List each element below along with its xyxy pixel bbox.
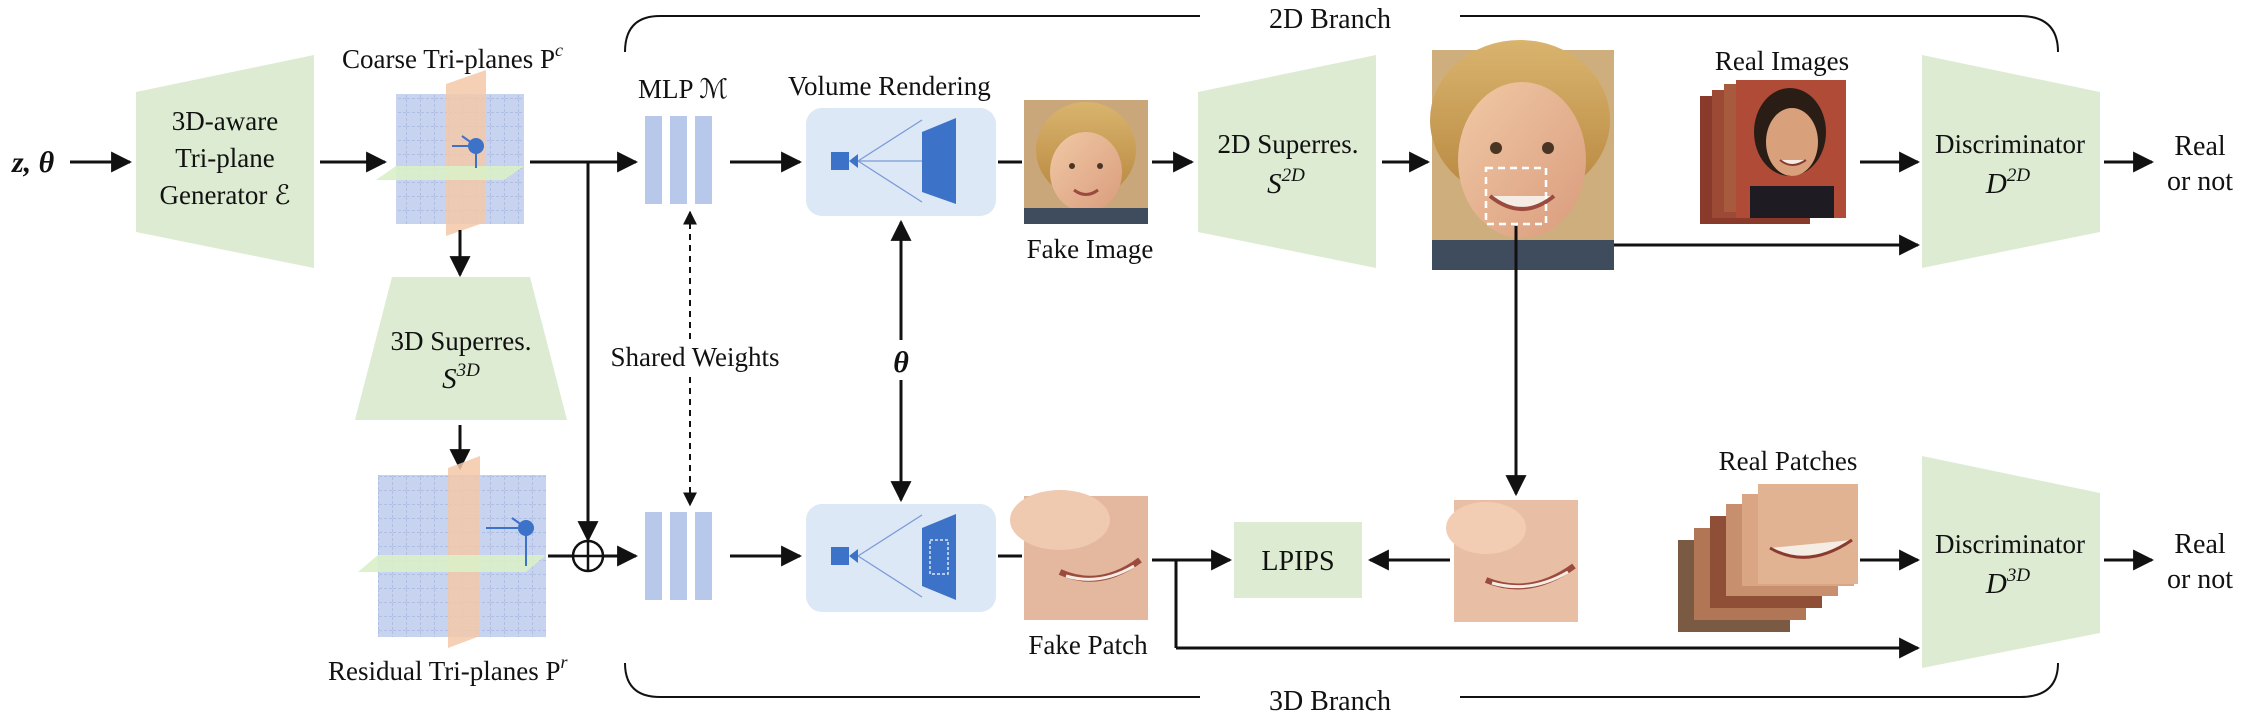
input-label: z, θ xyxy=(11,146,55,179)
mlp-top xyxy=(645,116,712,204)
branch-2d-label: 2D Branch xyxy=(1269,4,1391,35)
real-or-not-2d-line-2: or not xyxy=(2167,166,2233,197)
generator-line-2: Tri-plane xyxy=(175,143,275,173)
branch-3d-brace: 3D Branch xyxy=(624,662,2059,714)
real-patches-label: Real Patches xyxy=(1719,446,1858,476)
coarse-tri-plane-icon xyxy=(376,70,524,236)
superres-2d-block: 2D Superres. S2D xyxy=(1198,55,1376,268)
mlp-label: MLP ℳ xyxy=(638,74,728,104)
real-or-not-3d-line-2: or not xyxy=(2167,564,2233,595)
superres-3d-line-1: 3D Superres. xyxy=(391,326,532,356)
tri-plane-generator: 3D-aware Tri-plane Generator ℰ xyxy=(136,55,314,268)
real-or-not-3d-line-1: Real xyxy=(2174,529,2226,560)
residual-triplanes-label: Residual Tri-planes Pr xyxy=(328,652,569,686)
fake-patch-label: Fake Patch xyxy=(1028,630,1148,660)
plus-circle-icon xyxy=(571,539,605,573)
volume-render-bottom xyxy=(806,504,996,612)
highres-image-photo xyxy=(1430,40,1614,270)
residual-tri-plane-icon xyxy=(358,456,546,648)
theta-label: θ xyxy=(893,346,909,379)
lpips-box xyxy=(1234,522,1362,598)
superres-2d-symbol: S2D xyxy=(1267,165,1305,200)
branch-3d-label: 3D Branch xyxy=(1269,686,1391,714)
volume-render-top xyxy=(806,108,996,216)
lpips-label: LPIPS xyxy=(1261,546,1334,577)
superres-3d-block: 3D Superres. S3D xyxy=(355,277,567,420)
discriminator-2d: Discriminator D2D xyxy=(1922,55,2100,268)
fake-image-photo xyxy=(1024,100,1148,224)
discriminator-3d-symbol: D3D xyxy=(1985,565,2030,600)
volume-rendering-label: Volume Rendering xyxy=(788,71,991,101)
real-crop-patch-photo xyxy=(1446,500,1578,622)
image-plane-icon xyxy=(922,118,956,204)
fake-image-label: Fake Image xyxy=(1027,234,1154,264)
discriminator-2d-symbol: D2D xyxy=(1985,165,2030,200)
patch-crop-box xyxy=(1484,166,1548,226)
fake-patch-photo xyxy=(1010,490,1148,620)
real-images-label: Real Images xyxy=(1715,46,1849,76)
camera-icon xyxy=(831,547,849,565)
coarse-triplanes-label: Coarse Tri-planes Pc xyxy=(342,40,563,74)
superres-2d-line-1: 2D Superres. xyxy=(1218,129,1359,159)
mlp-bottom xyxy=(645,512,712,600)
camera-icon xyxy=(831,152,849,170)
shared-weights-label: Shared Weights xyxy=(610,342,779,372)
discriminator-2d-label: Discriminator xyxy=(1935,129,2085,159)
real-patches-stack xyxy=(1678,484,1858,632)
branch-2d-brace: 2D Branch xyxy=(624,4,2059,53)
generator-line-1: 3D-aware xyxy=(172,106,278,136)
real-images-stack xyxy=(1700,80,1846,224)
image-plane-icon xyxy=(922,514,956,600)
real-or-not-2d-line-1: Real xyxy=(2174,131,2226,162)
discriminator-3d-label: Discriminator xyxy=(1935,529,2085,559)
discriminator-3d: Discriminator D3D xyxy=(1922,456,2100,668)
generator-line-3: Generator ℰ xyxy=(159,180,290,210)
superres-3d-symbol: S3D xyxy=(442,360,480,395)
